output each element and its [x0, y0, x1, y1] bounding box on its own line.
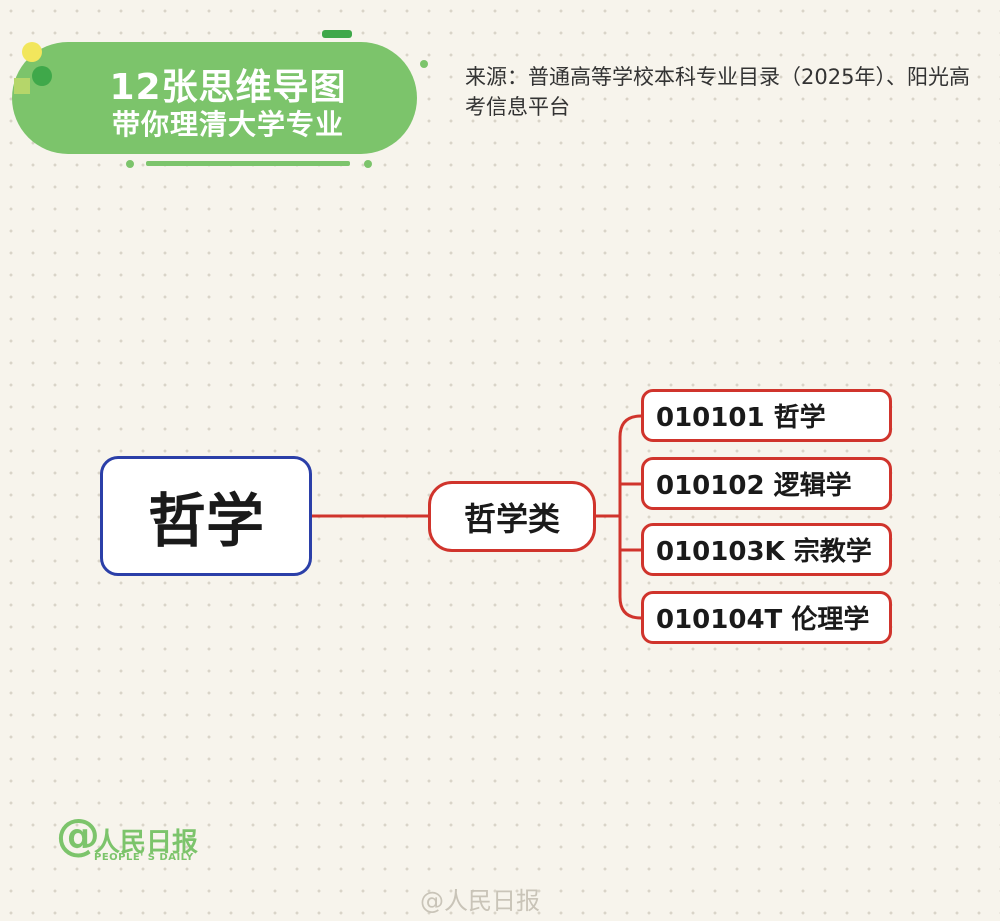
bottom-dot-left — [126, 160, 134, 168]
green-dot — [32, 66, 52, 86]
bottom-dot-right — [364, 160, 372, 168]
major-node: 010103K 宗教学 — [641, 523, 892, 576]
title-banner — [12, 42, 417, 154]
top-dash — [322, 30, 352, 38]
root-node: 哲学 — [100, 456, 312, 576]
yellow-dot — [22, 42, 42, 62]
major-node: 010104T 伦理学 — [641, 591, 892, 644]
logo-english-name: PEOPLE' S DAILY — [94, 852, 194, 863]
square-dot — [14, 78, 30, 94]
bottom-line — [146, 161, 350, 166]
banner-subtitle: 带你理清大学专业 — [111, 108, 344, 141]
logo-chinese-name: 人民日报 — [94, 828, 199, 858]
connector-spine — [618, 414, 642, 620]
small-dot-right — [420, 60, 428, 68]
major-node: 010101 哲学 — [641, 389, 892, 442]
banner-decoration — [14, 30, 428, 168]
source-text: 来源：普通高等学校本科专业目录（2025年）、阳光高考信息平台 — [465, 65, 970, 119]
weibo-watermark: @人民日报 — [420, 887, 540, 915]
category-node: 哲学类 — [428, 481, 596, 552]
logo-at-symbol: @ — [56, 810, 100, 861]
major-node: 010102 逻辑学 — [641, 457, 892, 510]
banner-title: 12张思维导图 — [109, 67, 347, 108]
